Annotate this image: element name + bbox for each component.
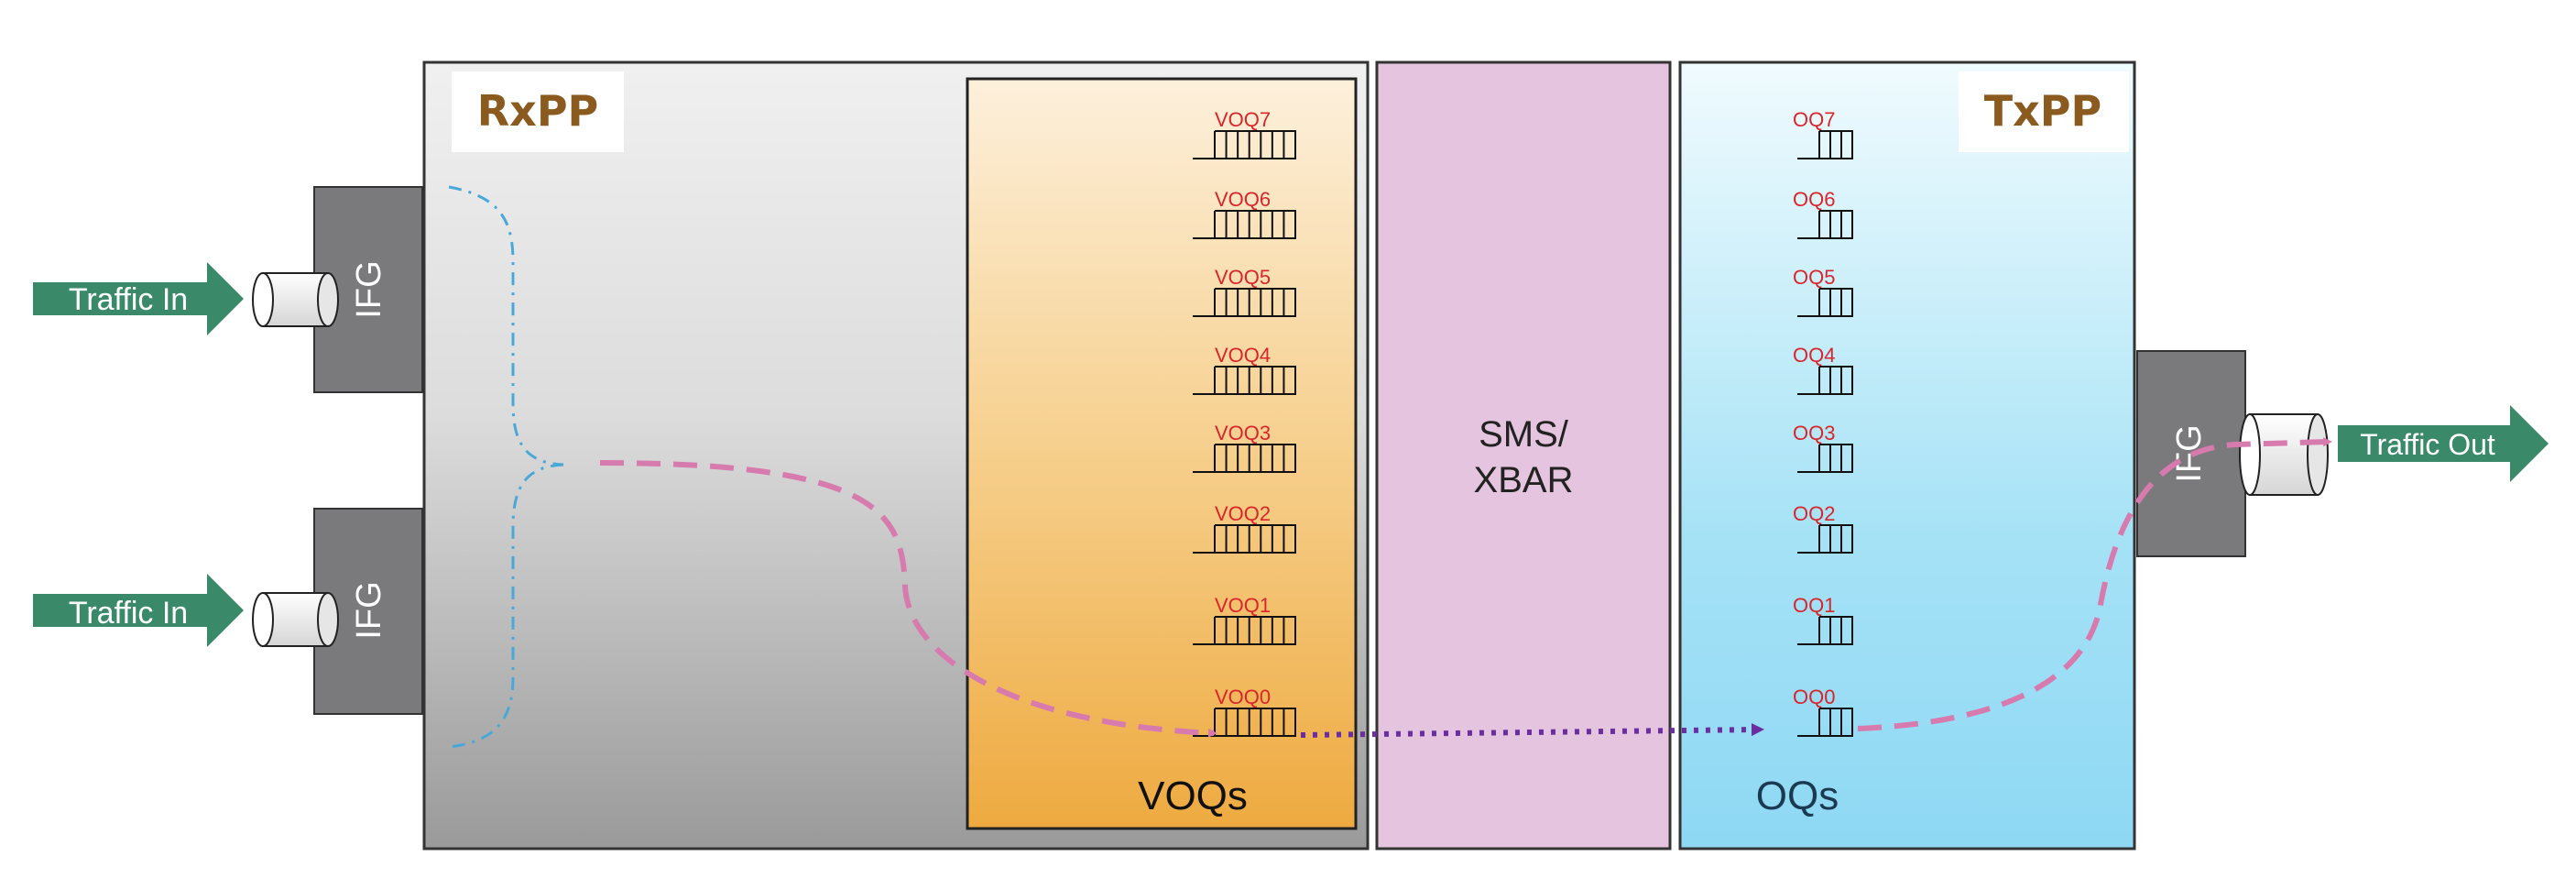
voq-buffer-6	[1193, 616, 1296, 645]
ifg-input-2-label: IFG	[350, 581, 388, 639]
voq-label-2: VOQ5	[1215, 266, 1271, 289]
voq-buffer-0	[1193, 130, 1296, 159]
traffic-in-arrow-2	[33, 574, 244, 647]
voq-block-label: VOQs	[1138, 774, 1248, 818]
flow-oq0-to-output	[1857, 437, 2332, 731]
oq-label-3: OQ4	[1793, 344, 1835, 367]
oq-buffer-2	[1797, 288, 1853, 317]
traffic-in-arrow-1	[33, 262, 244, 335]
port-cylinder-input-1	[252, 272, 339, 327]
oq-buffer-7	[1797, 708, 1853, 737]
voq-buffer-7	[1193, 708, 1296, 737]
oq-block-label: OQs	[1756, 774, 1839, 818]
rxpp-title-box	[452, 71, 624, 152]
input-merge-tree	[448, 185, 564, 749]
oq-label-5: OQ2	[1793, 502, 1835, 525]
traffic-in-label-2: Traffic In	[69, 596, 188, 631]
fabric-flow-voq0-to-oq0	[1300, 723, 1764, 738]
oq-label-4: OQ3	[1793, 422, 1835, 444]
port-cylinder-input-2	[252, 592, 339, 647]
traffic-in-label-1: Traffic In	[69, 282, 188, 317]
voq-buffer-1	[1193, 210, 1296, 239]
fabric-label-line1: SMS/	[1479, 414, 1569, 455]
oq-buffer-6	[1797, 616, 1853, 645]
txpp-title: TxPP	[1984, 86, 2101, 136]
rxpp-title: RxPP	[477, 86, 599, 136]
flow-to-voq0	[599, 460, 1217, 738]
oq-buffer-3	[1797, 366, 1853, 395]
voq-label-7: VOQ0	[1215, 686, 1271, 708]
voq-label-0: VOQ7	[1215, 108, 1271, 131]
voq-block	[966, 77, 1358, 830]
port-cylinder-output	[2239, 413, 2329, 496]
voq-label-5: VOQ2	[1215, 502, 1271, 525]
oq-label-0: OQ7	[1793, 108, 1835, 131]
voq-buffer-3	[1193, 366, 1296, 395]
oq-label-6: OQ1	[1793, 594, 1835, 617]
traffic-out-arrow	[2338, 405, 2549, 482]
oq-label-1: OQ6	[1793, 188, 1835, 211]
voq-buffer-4	[1193, 444, 1296, 473]
txpp-block	[1678, 60, 2136, 851]
ifg-input-1-label: IFG	[350, 260, 388, 318]
oq-buffer-0	[1797, 130, 1853, 159]
voq-label-1: VOQ6	[1215, 188, 1271, 211]
fabric-block	[1375, 60, 1672, 851]
traffic-out-label: Traffic Out	[2360, 428, 2495, 461]
txpp-title-box	[1959, 71, 2129, 152]
oq-label-2: OQ5	[1793, 266, 1835, 289]
voq-label-3: VOQ4	[1215, 344, 1271, 367]
ifg-output-label: IFG	[2170, 424, 2209, 482]
voq-buffer-2	[1193, 288, 1296, 317]
voq-buffer-5	[1193, 524, 1296, 554]
voq-label-4: VOQ3	[1215, 422, 1271, 444]
fabric-label-line2: XBAR	[1474, 460, 1574, 500]
oq-buffer-5	[1797, 524, 1853, 554]
oq-buffer-4	[1797, 444, 1853, 473]
oq-label-7: OQ0	[1793, 686, 1835, 708]
voq-label-6: VOQ1	[1215, 594, 1271, 617]
oq-buffer-1	[1797, 210, 1853, 239]
